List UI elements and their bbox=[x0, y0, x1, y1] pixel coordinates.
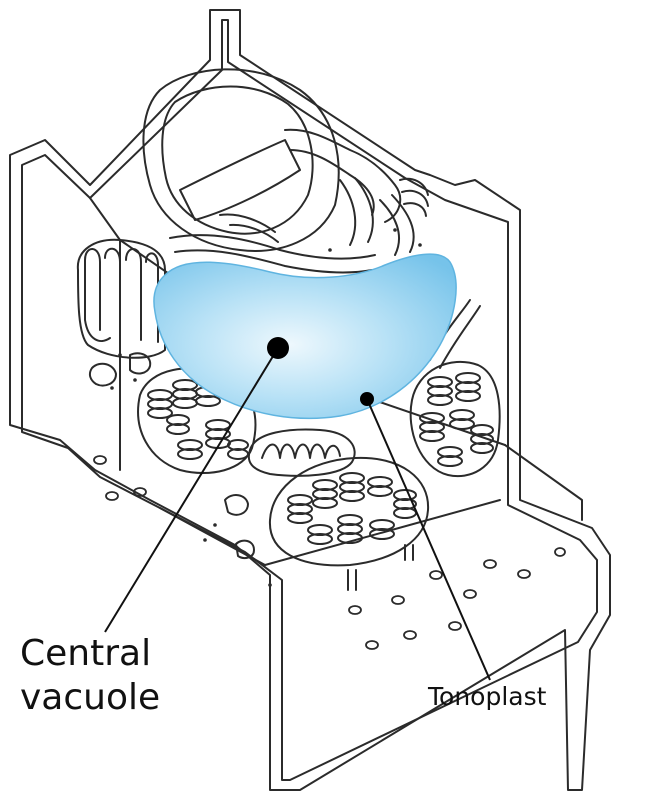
nucleolus-section bbox=[179, 139, 301, 221]
central-vacuole-marker bbox=[267, 337, 289, 359]
plasmodesmata-2 bbox=[404, 544, 414, 561]
tonoplast-label: Tonoplast bbox=[428, 682, 547, 711]
cell-wall-inner bbox=[21, 19, 598, 781]
mitochondrion-cristae bbox=[261, 443, 341, 459]
er-membrane-4 bbox=[174, 249, 373, 274]
chloroplast-right bbox=[409, 360, 501, 478]
er-membrane-2 bbox=[289, 149, 375, 216]
vesicle-2 bbox=[235, 539, 255, 559]
nucleus-envelope bbox=[142, 68, 340, 252]
chloroplast-bottom bbox=[268, 456, 430, 567]
er-membrane-1 bbox=[284, 128, 402, 223]
er-membrane-7 bbox=[219, 213, 279, 243]
tonoplast-marker bbox=[360, 392, 374, 406]
central-vacuole-label: Central vacuole bbox=[20, 632, 160, 720]
chloroplast-bottom-grana bbox=[287, 472, 417, 545]
golgi-stack bbox=[399, 177, 429, 217]
left-organelle-cristae bbox=[84, 247, 159, 343]
er-membrane-5 bbox=[339, 177, 374, 246]
er-membrane-6 bbox=[379, 194, 415, 256]
cell-wall-outline bbox=[9, 9, 611, 791]
mitochondrion bbox=[247, 428, 356, 477]
small-organelle-2 bbox=[129, 352, 152, 375]
central-vacuole bbox=[153, 253, 457, 420]
central-vacuole-label-line1: Central bbox=[20, 633, 152, 674]
central-vacuole-label-line2: vacuole bbox=[20, 677, 161, 718]
chloroplast-right-grana bbox=[419, 372, 494, 467]
nucleus-inner bbox=[161, 85, 314, 235]
membrane-streak-2 bbox=[439, 305, 481, 369]
central-vacuole-leader-line bbox=[104, 347, 279, 633]
tonoplast-leader-line bbox=[366, 398, 491, 681]
left-organelle-outline bbox=[76, 238, 166, 359]
er-membrane-3 bbox=[169, 234, 376, 260]
cell-wall-right-lower bbox=[504, 444, 583, 521]
plasmodesmata-1 bbox=[347, 569, 357, 591]
vesicle-1 bbox=[224, 494, 249, 516]
wall-pits bbox=[93, 455, 566, 650]
small-organelle-1 bbox=[88, 362, 117, 387]
